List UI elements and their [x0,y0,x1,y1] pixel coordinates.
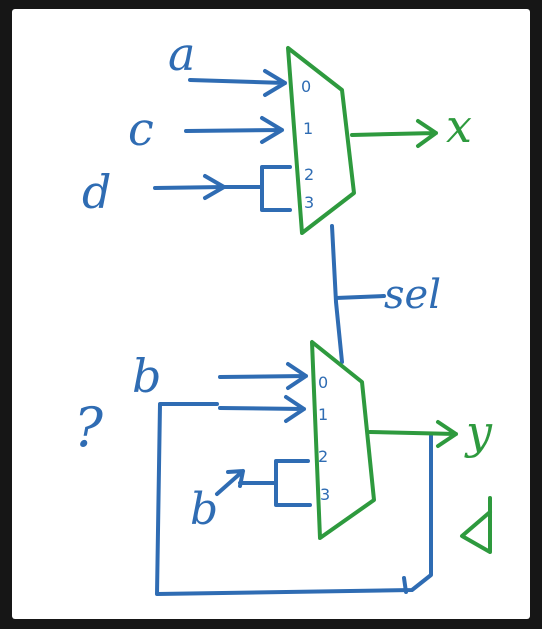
mux-top-pin-3: 3 [304,193,314,212]
select-line: sel [330,224,441,364]
unknown-marker: ? [74,396,104,459]
mux-top-pin-1: 1 [303,119,313,138]
select-tap [334,294,386,300]
input-bracket-d [222,165,292,212]
feedback-loop [155,402,433,596]
mux-bottom-pin-3: 3 [320,485,330,504]
input-label-b-bottom: b [190,484,218,535]
mux-bottom-pin-2: 2 [318,447,328,466]
mux-top-body [286,46,356,235]
output-label-x: x [446,99,472,153]
mux-top: a c d 0 1 2 3 x [82,27,472,235]
input-arrow-c [184,116,284,144]
output-arrow-x [350,119,438,148]
select-label: sel [384,272,441,318]
input-arrow-b-pin0 [218,362,308,390]
output-label-y: y [464,405,493,459]
input-bracket-b [238,459,312,507]
mux-top-pin-0: 0 [301,77,311,96]
output-arrow-y [368,420,458,448]
whiteboard-area [12,9,530,619]
input-label-d: d [82,165,111,219]
mux-bottom-body [310,340,376,540]
select-wire [330,224,344,364]
input-arrow-pin1 [218,395,306,423]
mux-bottom-pin-0: 0 [318,373,328,392]
output-ground-mark [460,496,492,554]
input-label-a: a [168,27,195,81]
input-label-b-top: b [132,349,161,403]
input-arrow-a [188,69,287,97]
mux-bottom-pin-1: 1 [318,405,328,424]
mux-bottom: ? b b 0 1 2 3 y [74,340,493,596]
input-label-c: c [128,102,154,156]
mux-top-pin-2: 2 [304,165,314,184]
feedback-tick [402,576,408,594]
